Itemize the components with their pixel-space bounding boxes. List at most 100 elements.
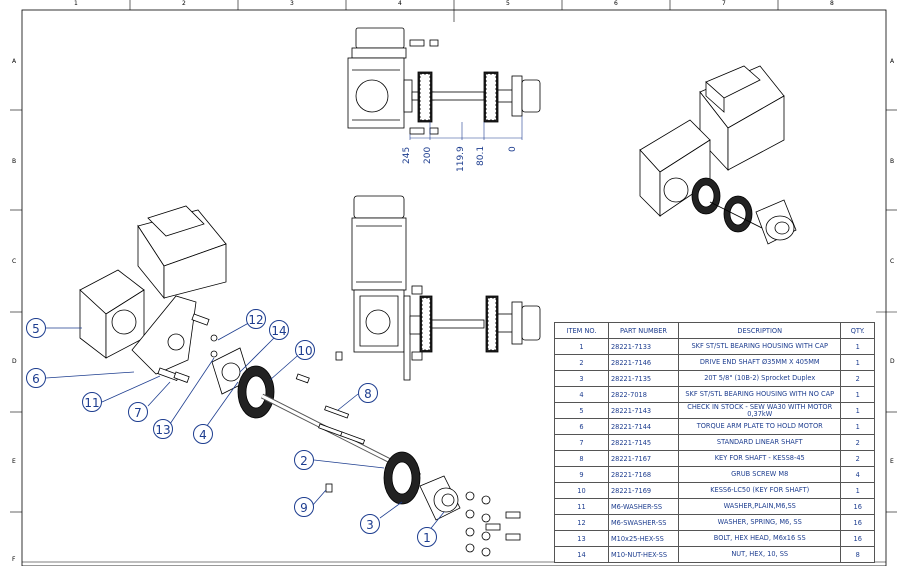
zone-col-4: 4 <box>398 0 402 7</box>
bom-header-part: PART NUMBER <box>607 322 680 339</box>
zone-row-c-right: C <box>890 258 895 265</box>
bom-qty: 16 <box>840 514 875 531</box>
bom-part-number: 28221-7146 <box>607 354 680 371</box>
callout-3: 3 <box>360 514 380 534</box>
bom-header-item: ITEM NO. <box>554 322 609 339</box>
bom-part-number: 28221-7169 <box>607 482 680 499</box>
bom-description: GRUB SCREW M8 <box>678 466 842 483</box>
bom-part-number: M10-NUT-HEX-SS <box>607 546 680 563</box>
callout-12: 12 <box>246 309 266 329</box>
zone-row-d-left: D <box>12 358 17 365</box>
zone-row-d-right: D <box>890 358 895 365</box>
bom-item-no: 8 <box>554 450 609 467</box>
zone-row-a-right: A <box>890 58 895 65</box>
bom-qty: 2 <box>840 450 875 467</box>
callout-5: 5 <box>26 318 46 338</box>
bom-description: STANDARD LINEAR SHAFT <box>678 434 842 451</box>
bom-part-number: 28221-7143 <box>607 402 680 419</box>
bom-item-no: 4 <box>554 386 609 403</box>
bom-part-number: 2822-7018 <box>607 386 680 403</box>
callout-14: 14 <box>269 320 289 340</box>
bom-description: SKF ST/STL BEARING HOUSING WITH CAP <box>678 338 842 355</box>
zone-row-c-left: C <box>12 258 17 265</box>
bom-part-number: 28221-7145 <box>607 434 680 451</box>
bom-part-number: 28221-7144 <box>607 418 680 435</box>
bom-description: WASHER,PLAIN,M6,SS <box>678 498 842 515</box>
bom-qty: 1 <box>840 386 875 403</box>
bom-description: 20T 5/8" (10B-2) Sprocket Duplex <box>678 370 842 387</box>
callout-4: 4 <box>193 424 213 444</box>
bom-item-no: 3 <box>554 370 609 387</box>
bom-qty: 1 <box>840 338 875 355</box>
bom-header-row: ITEM NO. PART NUMBER DESCRIPTION QTY. <box>554 322 875 339</box>
bom-description: DRIVE END SHAFT Ø35MM X 405MM <box>678 354 842 371</box>
zone-col-6: 6 <box>614 0 618 7</box>
bom-qty: 1 <box>840 354 875 371</box>
callout-9: 9 <box>294 497 314 517</box>
zone-row-a-left: A <box>12 58 17 65</box>
bom-qty: 1 <box>840 482 875 499</box>
bom-qty: 16 <box>840 498 875 515</box>
bom-qty: 2 <box>840 434 875 451</box>
bom-description: BOLT, HEX HEAD, M6x16 SS <box>678 530 842 547</box>
zone-col-2: 2 <box>182 0 186 7</box>
bom-qty: 4 <box>840 466 875 483</box>
bom-part-number: M10x25-HEX-SS <box>607 530 680 547</box>
bom-description: WASHER, SPRING, M6, SS <box>678 514 842 531</box>
bom-description: SKF ST/STL BEARING HOUSING WITH NO CAP <box>678 386 842 403</box>
bom-item-no: 12 <box>554 514 609 531</box>
bom-part-number: 28221-7135 <box>607 370 680 387</box>
callout-11: 11 <box>82 392 102 412</box>
bom-qty: 1 <box>840 402 875 419</box>
bom-description: TORQUE ARM PLATE TO HOLD MOTOR <box>678 418 842 435</box>
bom-part-number: 28221-7168 <box>607 466 680 483</box>
bom-item-no: 7 <box>554 434 609 451</box>
zone-col-3: 3 <box>290 0 294 7</box>
bom-item-no: 13 <box>554 530 609 547</box>
bom-item-no: 14 <box>554 546 609 563</box>
bom-qty: 16 <box>840 530 875 547</box>
bom-description: KESS6-LC50 (KEY FOR SHAFT) <box>678 482 842 499</box>
zone-col-7: 7 <box>722 0 726 7</box>
bom-part-number: 28221-7133 <box>607 338 680 355</box>
zone-row-b-left: B <box>12 158 17 165</box>
bom-item-no: 5 <box>554 402 609 419</box>
bom-item-no: 6 <box>554 418 609 435</box>
bom-header-description: DESCRIPTION <box>678 322 842 339</box>
callout-10: 10 <box>295 340 315 360</box>
bom-part-number: M6-WASHER-SS <box>607 498 680 515</box>
callout-2: 2 <box>294 450 314 470</box>
bom-description: KEY FOR SHAFT - KESS8-45 <box>678 450 842 467</box>
zone-col-5: 5 <box>506 0 510 7</box>
callout-13: 13 <box>153 419 173 439</box>
bom-part-number: M6-SWASHER-SS <box>607 514 680 531</box>
zone-row-b-right: B <box>890 158 895 165</box>
bom-item-no: 9 <box>554 466 609 483</box>
bom-description: CHECK IN STOCK - SEW WA30 WITH MOTOR 0,3… <box>678 402 842 419</box>
callout-7: 7 <box>128 402 148 422</box>
zone-col-1: 1 <box>74 0 78 7</box>
bom-qty: 2 <box>840 370 875 387</box>
bom-qty: 1 <box>840 418 875 435</box>
zone-row-f-left: F <box>12 556 16 563</box>
